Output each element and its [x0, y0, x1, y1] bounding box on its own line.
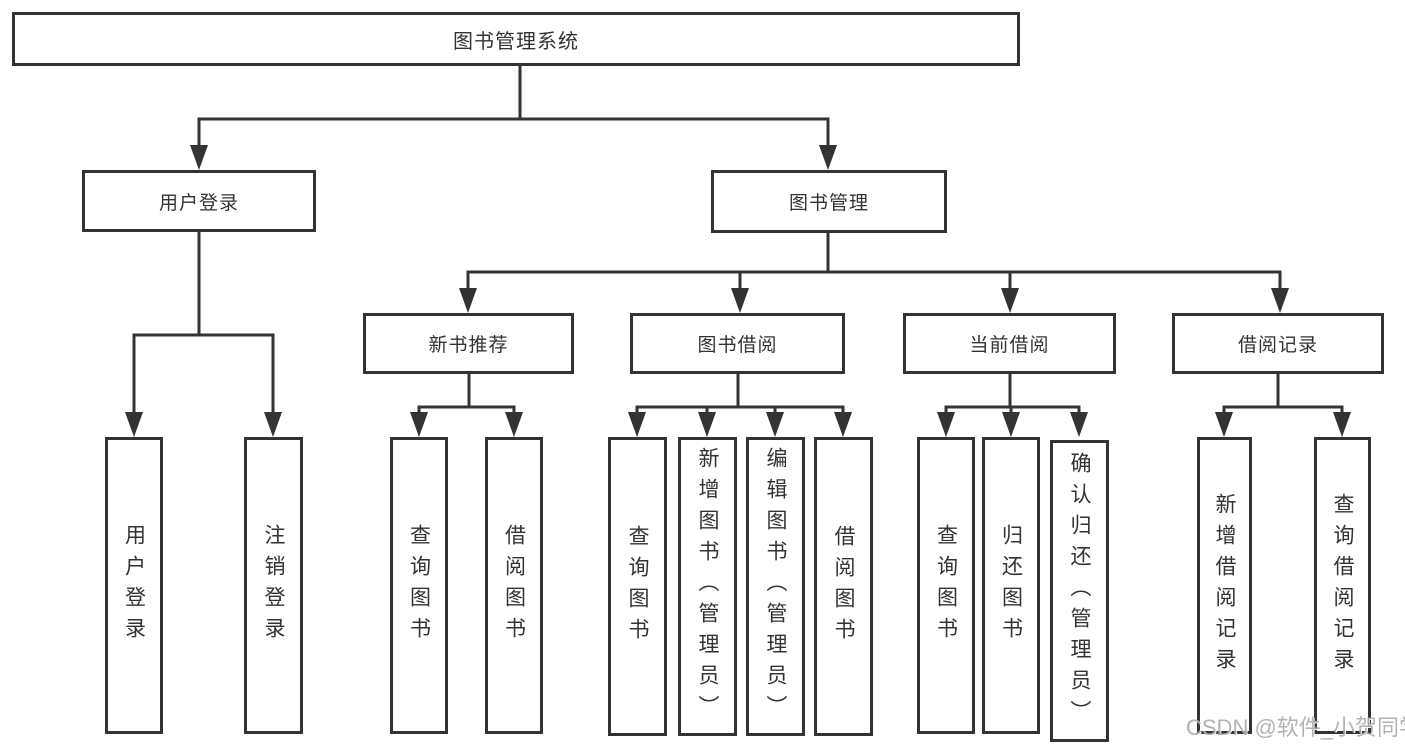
leaf-logout-label: 注销登录	[262, 523, 285, 648]
leaf-borrow-books: 借阅图书	[814, 437, 873, 736]
node-new-book-recommendation: 新书推荐	[363, 313, 574, 374]
leaf-query-books-borrowing: 查询图书	[608, 437, 667, 736]
leaf-edit-books-admin: 编辑图书（管理员）	[746, 437, 805, 736]
leaf-user-login: 用户登录	[105, 437, 163, 734]
node-new-book-recommendation-label: 新书推荐	[428, 335, 509, 356]
node-user-login: 用户登录	[82, 170, 316, 232]
leaf-query-books-borrowing-label: 查询图书	[626, 524, 649, 649]
node-book-borrowing-label: 图书借阅	[697, 335, 778, 356]
leaf-borrow-books-recommendation: 借阅图书	[485, 437, 543, 734]
leaf-borrow-books-recommendation-label: 借阅图书	[502, 523, 526, 648]
leaf-return-books: 归还图书	[982, 437, 1040, 734]
leaf-query-books-recommendation: 查询图书	[390, 437, 448, 734]
leaf-borrow-books-label: 借阅图书	[832, 524, 855, 649]
leaf-confirm-return-admin: 确认归还（管理员）	[1050, 440, 1109, 742]
node-root-system: 图书管理系统	[12, 12, 1020, 66]
watermark-csdn: CSDN @软件_小贺同学	[1186, 715, 1405, 740]
leaf-user-login-label: 用户登录	[122, 523, 146, 648]
leaf-query-books-recommendation-label: 查询图书	[407, 523, 431, 648]
leaf-add-books-admin-label: 新增图书（管理员）	[696, 447, 719, 726]
leaf-logout: 注销登录	[244, 437, 303, 734]
leaf-confirm-return-admin-label: 确认归还（管理员）	[1068, 451, 1091, 731]
node-book-management-label: 图书管理	[788, 193, 869, 214]
node-book-borrowing: 图书借阅	[630, 313, 845, 374]
leaf-add-books-admin: 新增图书（管理员）	[678, 437, 737, 736]
leaf-query-borrow-record: 查询借阅记录	[1314, 437, 1371, 734]
leaf-query-books-current-label: 查询图书	[934, 523, 958, 648]
node-borrowing-records-label: 借阅记录	[1237, 335, 1318, 356]
leaf-edit-books-admin-label: 编辑图书（管理员）	[764, 447, 787, 726]
leaf-return-books-label: 归还图书	[999, 523, 1023, 648]
leaf-add-borrow-record-label: 新增借阅记录	[1213, 492, 1236, 679]
node-book-management: 图书管理	[711, 170, 947, 233]
leaf-query-borrow-record-label: 查询借阅记录	[1331, 492, 1354, 679]
leaf-query-books-current: 查询图书	[917, 437, 975, 734]
leaf-add-borrow-record: 新增借阅记录	[1197, 437, 1252, 734]
node-root-label: 图书管理系统	[453, 30, 579, 53]
node-borrowing-records: 借阅记录	[1172, 313, 1384, 374]
node-user-login-label: 用户登录	[158, 192, 239, 214]
node-current-borrowing-label: 当前借阅	[969, 335, 1050, 356]
node-current-borrowing: 当前借阅	[903, 313, 1116, 374]
